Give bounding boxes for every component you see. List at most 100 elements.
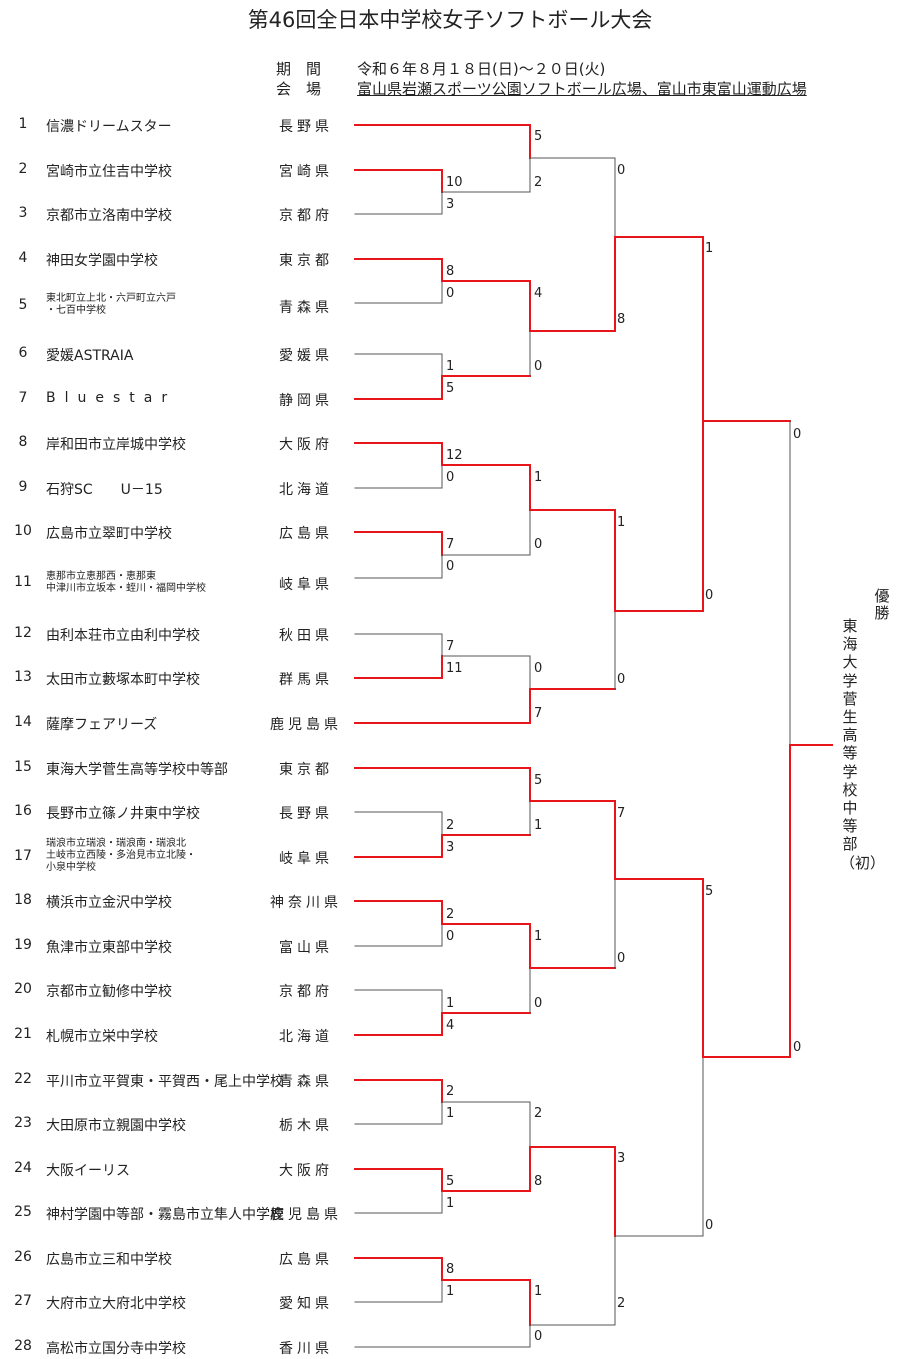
team-prefecture: 広島県 — [279, 1252, 333, 1268]
team-name: 神村学園中等部・霧島市立隼人中学校 — [46, 1207, 284, 1223]
champion-team: 東海大学菅生高等学校中等部（初） — [840, 617, 886, 872]
team-number: 3 — [18, 205, 28, 221]
team-prefecture: 大阪府 — [279, 1163, 333, 1179]
score-label: 1 — [534, 929, 543, 944]
score-label: 0 — [534, 996, 543, 1011]
score-label: 0 — [617, 951, 626, 966]
score-label: 5 — [534, 773, 543, 788]
team-prefecture: 群馬県 — [279, 672, 333, 688]
team-prefecture: 香川県 — [279, 1341, 333, 1357]
score-label: 0 — [705, 1218, 714, 1233]
team-prefecture: 鹿児島県 — [270, 717, 342, 733]
team-name: 大阪イーリス — [46, 1163, 130, 1179]
score-label: 0 — [446, 470, 455, 485]
team-name: 信濃ドリームスター — [46, 119, 172, 135]
team-prefecture: 愛媛県 — [279, 348, 333, 364]
score-label: 0 — [793, 1040, 802, 1055]
score-label: 5 — [446, 381, 455, 396]
team-number: 5 — [18, 297, 28, 313]
team-number: 24 — [14, 1160, 32, 1176]
score-label: 3 — [446, 197, 455, 212]
team-name: 神田女学園中学校 — [46, 253, 158, 269]
team-name: 京都市立勧修中学校 — [46, 984, 172, 1000]
team-number: 13 — [14, 669, 32, 685]
team-number: 10 — [14, 523, 32, 539]
score-label: 1 — [534, 1284, 543, 1299]
team-prefecture: 青森県 — [279, 300, 333, 316]
team-name: 東海大学菅生高等学校中等部 — [46, 762, 228, 778]
team-prefecture: 愛知県 — [279, 1296, 333, 1312]
score-label: 2 — [534, 175, 543, 190]
team-number: 14 — [14, 714, 32, 730]
team-prefecture: 東京都 — [279, 762, 333, 778]
score-label: 1 — [446, 359, 455, 374]
team-name: 岸和田市立岸城中学校 — [46, 437, 186, 453]
team-name: 由利本荘市立由利中学校 — [46, 628, 200, 644]
score-label: 1 — [446, 1196, 455, 1211]
team-name: 宮崎市立住吉中学校 — [46, 164, 172, 180]
period-value: 令和６年８月１８日(日)～２０日(火) — [357, 60, 606, 78]
score-label: 1 — [534, 818, 543, 833]
team-number: 17 — [14, 848, 32, 864]
team-prefecture: 長野県 — [279, 806, 333, 822]
score-label: 1 — [446, 1106, 455, 1121]
score-label: 0 — [446, 559, 455, 574]
score-label: 0 — [793, 427, 802, 442]
team-prefecture: 広島県 — [279, 526, 333, 542]
team-name: 東北町立上北・六戸町立六戸 ・七百中学校 — [46, 293, 176, 316]
team-name: 札幌市立栄中学校 — [46, 1029, 158, 1045]
team-name: 広島市立三和中学校 — [46, 1252, 172, 1268]
champion-label: 優勝 — [874, 587, 890, 622]
team-name: Bluestar — [46, 390, 177, 406]
team-name: 瑞浪市立瑞浪・瑞浪南・瑞浪北 土岐市立西陵・多治見市立北陵・ 小泉中学校 — [46, 838, 196, 873]
score-label: 1 — [617, 515, 626, 530]
score-label: 8 — [446, 264, 455, 279]
team-number: 23 — [14, 1115, 32, 1131]
score-label: 2 — [534, 1106, 543, 1121]
team-number: 18 — [14, 892, 32, 908]
team-prefecture: 青森県 — [279, 1074, 333, 1090]
team-prefecture: 静岡県 — [279, 393, 333, 409]
team-prefecture: 鹿児島県 — [270, 1207, 342, 1223]
team-name: 石狩SC U－15 — [46, 482, 163, 498]
score-label: 0 — [534, 537, 543, 552]
team-number: 21 — [14, 1026, 32, 1042]
team-number: 16 — [14, 803, 32, 819]
score-label: 8 — [534, 1174, 543, 1189]
score-label: 5 — [446, 1174, 455, 1189]
score-label: 4 — [446, 1018, 455, 1033]
score-label: 0 — [617, 672, 626, 687]
score-label: 2 — [617, 1296, 626, 1311]
team-name: 横浜市立金沢中学校 — [46, 895, 172, 911]
team-name: 太田市立藪塚本町中学校 — [46, 672, 200, 688]
team-name: 平川市立平賀東・平賀西・尾上中学校 — [46, 1074, 284, 1090]
score-label: 7 — [446, 537, 455, 552]
team-number: 8 — [18, 434, 28, 450]
score-label: 0 — [534, 1329, 543, 1344]
team-name: 愛媛ASTRAIA — [46, 348, 134, 364]
team-number: 2 — [18, 161, 28, 177]
score-label: 4 — [534, 286, 543, 301]
score-label: 11 — [446, 661, 463, 676]
team-number: 9 — [18, 479, 28, 495]
team-name: 高松市立国分寺中学校 — [46, 1341, 186, 1357]
score-label: 0 — [534, 359, 543, 374]
score-label: 0 — [446, 286, 455, 301]
score-label: 12 — [446, 448, 463, 463]
venue-label: 会 場 — [276, 80, 322, 98]
team-number: 4 — [18, 250, 28, 266]
team-number: 20 — [14, 981, 32, 997]
team-number: 6 — [18, 345, 28, 361]
venue-value: 富山県岩瀬スポーツ公園ソフトボール広場、富山市東富山運動広場 — [357, 80, 807, 98]
team-number: 25 — [14, 1204, 32, 1220]
team-prefecture: 京都府 — [279, 208, 333, 224]
team-prefecture: 栃木県 — [279, 1118, 333, 1134]
score-label: 3 — [617, 1151, 626, 1166]
team-name: 大田原市立親園中学校 — [46, 1118, 186, 1134]
score-label: 0 — [534, 661, 543, 676]
team-prefecture: 富山県 — [279, 940, 333, 956]
team-name: 広島市立翠町中学校 — [46, 526, 172, 542]
score-label: 1 — [705, 241, 714, 256]
team-name: 大府市立大府北中学校 — [46, 1296, 186, 1312]
